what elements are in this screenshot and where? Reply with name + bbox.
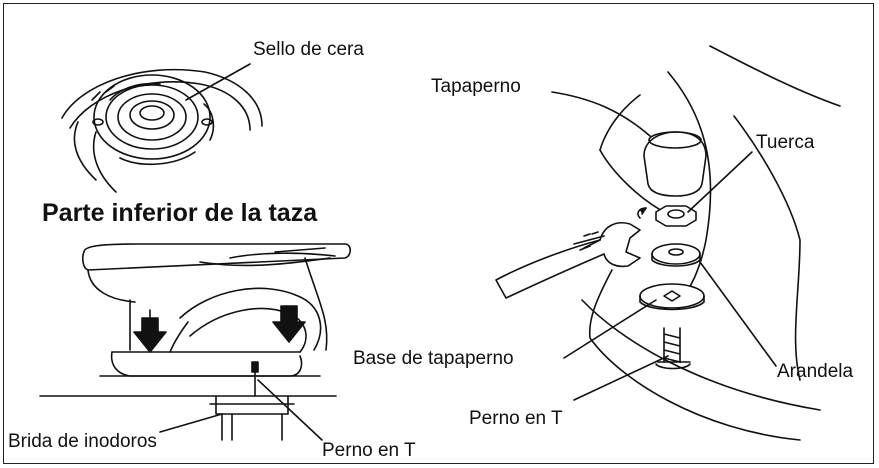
label-t-bolt-left: Perno en T — [322, 440, 416, 461]
bowl-underside-drawing — [61, 68, 263, 193]
toilet-side-drawing — [39, 243, 352, 441]
label-wax-seal: Sello de cera — [253, 39, 364, 60]
label-t-bolt-right: Perno en T — [469, 408, 563, 429]
down-arrow-right — [272, 305, 306, 343]
label-flange: Brida de inodoros — [8, 431, 157, 452]
down-arrow-left — [133, 317, 167, 353]
leader-flange — [159, 413, 223, 433]
label-bolt-cap: Tapaperno — [431, 76, 521, 97]
label-washer: Arandela — [777, 361, 854, 382]
leader-t-bolt-left — [257, 379, 323, 441]
leader-t-bolt-right — [573, 355, 669, 401]
leader-wax-seal — [185, 63, 251, 101]
leader-washer — [699, 261, 777, 367]
leader-cap-base — [563, 299, 657, 359]
label-nut: Tuerca — [756, 132, 815, 153]
heading-bowl-underside: Parte inferior de la taza — [42, 199, 318, 227]
leader-nut — [687, 151, 753, 213]
leader-bolt-cap — [551, 91, 651, 137]
label-cap-base: Base de tapaperno — [353, 348, 514, 369]
diagram-frame — [3, 3, 874, 464]
bolt-cap-assembly-drawing — [495, 45, 841, 441]
